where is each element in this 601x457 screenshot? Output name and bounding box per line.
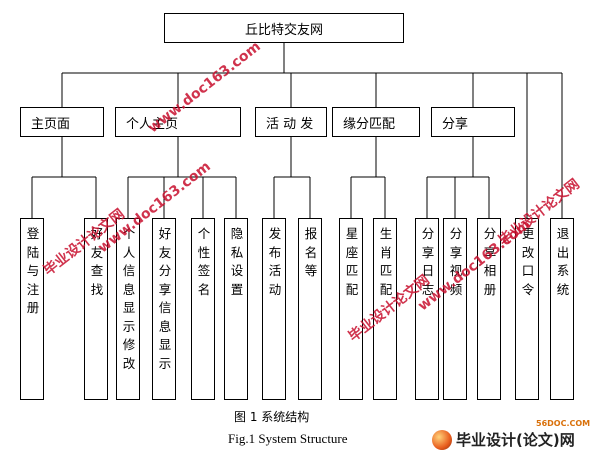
logo-site-text: 56DOC.COM (536, 419, 591, 428)
leaf-node: 好 友 查 找 (84, 218, 108, 400)
leaf-node: 个 性 签 名 (191, 218, 215, 400)
module-node: 分享 (431, 107, 515, 137)
root-node: 丘比特交友网 (164, 13, 404, 43)
module-node: 个人主页 (115, 107, 241, 137)
leaf-node: 分 享 视 频 (443, 218, 467, 400)
leaf-node: 好 友 分 享 信 息 显 示 (152, 218, 176, 400)
module-node: 主页面 (20, 107, 104, 137)
logo-text: 毕业设计(论文)网 (456, 431, 575, 449)
footer-logo: 毕业设计(论文)网 (432, 429, 575, 450)
root-label: 丘比特交友网 (244, 22, 323, 38)
leaf-node: 生 肖 匹 配 (373, 218, 397, 400)
logo-ball-icon (432, 429, 452, 450)
leaf-node: 报 名 等 (298, 218, 322, 400)
leaf-node: 登 陆 与 注 册 (20, 218, 44, 400)
leaf-node: 发 布 活 动 (262, 218, 286, 400)
leaf-node: 分 享 相 册 (477, 218, 501, 400)
caption-chinese: 图 1 系统结构 (234, 410, 310, 424)
leaf-node: 更 改 口 令 (515, 218, 539, 400)
leaf-node: 分 享 日 志 (415, 218, 439, 400)
leaf-node: 隐 私 设 置 (224, 218, 248, 400)
leaf-node: 星 座 匹 配 (339, 218, 363, 400)
caption-english: Fig.1 System Structure (228, 431, 348, 446)
leaf-node: 个 人 信 息 显 示 修 改 (116, 218, 140, 400)
module-node: 活 动 发 (255, 107, 327, 137)
leaf-node: 退 出 系 统 (550, 218, 574, 400)
module-node: 缘分匹配 (332, 107, 420, 137)
